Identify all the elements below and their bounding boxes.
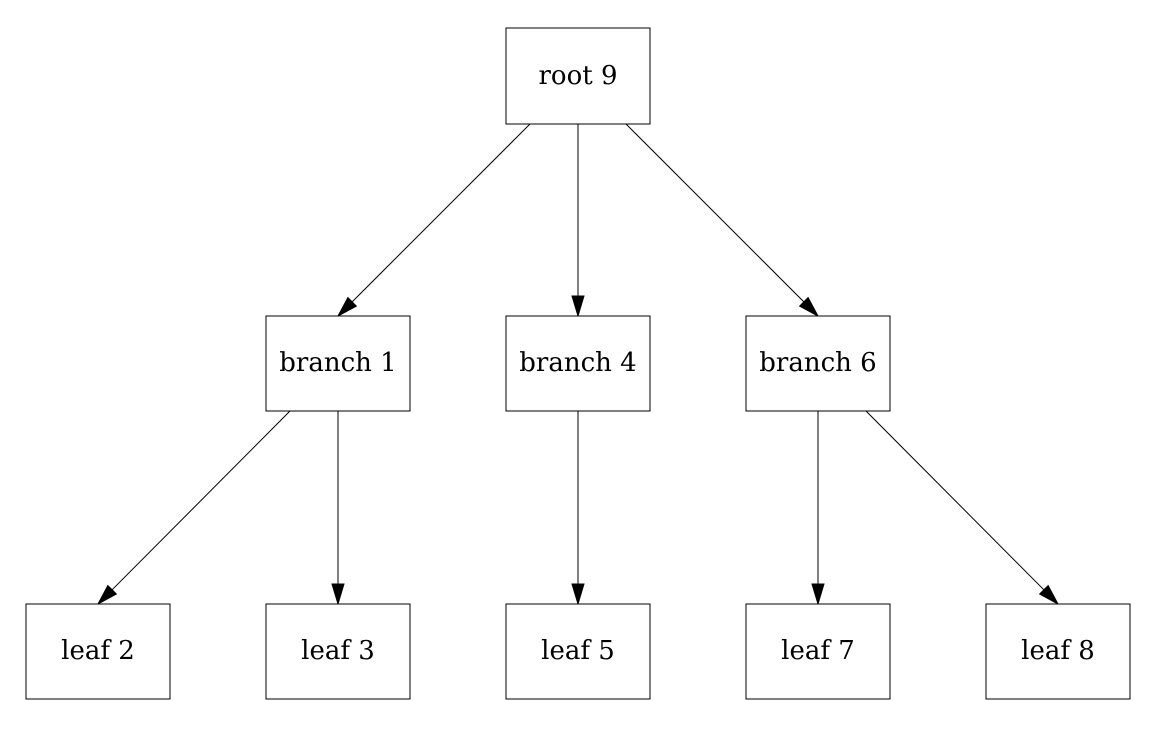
node-branch-6-label: branch 6: [759, 348, 876, 378]
node-leaf-7-label: leaf 7: [781, 636, 855, 666]
edge-root-to-branch1: [336, 123, 531, 318]
node-branch-6: branch 6: [745, 315, 891, 412]
edge-line: [351, 123, 531, 303]
node-leaf-5: leaf 5: [505, 603, 651, 700]
node-leaf-3-label: leaf 3: [301, 636, 375, 666]
node-leaf-5-label: leaf 5: [541, 636, 615, 666]
edge-line: [111, 410, 291, 591]
arrowhead-icon: [96, 584, 118, 606]
edge-branch1-to-leaf2: [96, 410, 291, 606]
node-branch-6-box: [745, 315, 891, 412]
node-branch-1-label: branch 1: [279, 348, 396, 378]
edge-root-to-branch4: [571, 124, 585, 318]
edge-branch4-to-leaf5: [571, 411, 585, 606]
arrowhead-icon: [571, 583, 585, 606]
edge-branch6-to-leaf8: [865, 410, 1060, 606]
node-branch-4-label: branch 4: [519, 348, 636, 378]
node-leaf-8-box: [985, 603, 1131, 700]
edge-root-to-branch6: [625, 123, 820, 318]
edge-line: [625, 123, 805, 303]
node-leaf-8: leaf 8: [985, 603, 1131, 700]
arrowhead-icon: [331, 583, 345, 606]
node-leaf-3-box: [265, 603, 411, 700]
node-leaf-7: leaf 7: [745, 603, 891, 700]
node-leaf-5-box: [505, 603, 651, 700]
node-leaf-3: leaf 3: [265, 603, 411, 700]
node-root: root 9: [505, 27, 651, 125]
arrowhead-icon: [1038, 584, 1060, 606]
edge-branch6-to-leaf7: [811, 411, 825, 606]
node-leaf-2: leaf 2: [25, 603, 171, 700]
arrowhead-icon: [798, 296, 820, 318]
node-branch-1-box: [265, 315, 411, 412]
arrowhead-icon: [336, 296, 358, 318]
node-leaf-8-label: leaf 8: [1021, 636, 1095, 666]
edges: [96, 123, 1060, 606]
edge-line: [865, 410, 1045, 591]
node-leaf-2-label: leaf 2: [61, 636, 135, 666]
node-leaf-2-box: [25, 603, 171, 700]
edge-branch1-to-leaf3: [331, 411, 345, 606]
node-branch-4-box: [505, 315, 651, 412]
node-branch-1: branch 1: [265, 315, 411, 412]
arrowhead-icon: [811, 583, 825, 606]
node-branch-4: branch 4: [505, 315, 651, 412]
node-root-box: [505, 27, 651, 125]
node-leaf-7-box: [745, 603, 891, 700]
arrowhead-icon: [571, 295, 585, 318]
node-root-label: root 9: [539, 61, 618, 91]
